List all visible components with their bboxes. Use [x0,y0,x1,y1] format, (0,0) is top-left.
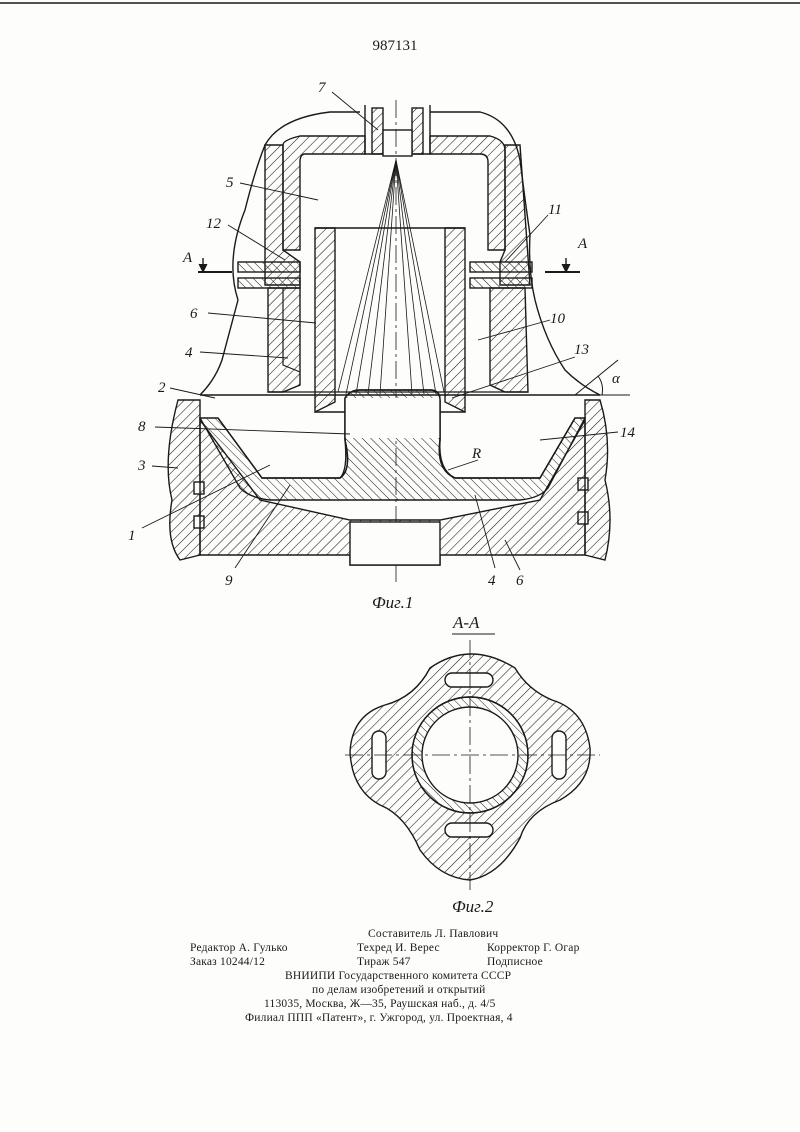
imprint-order: Заказ 10244/12 [190,956,266,968]
callout-13: 13 [574,342,589,358]
section-mark-right: А [577,236,588,252]
callout-8: 8 [138,419,146,435]
callout-9: 9 [225,573,233,589]
housing-wall-lower-left [267,287,301,393]
mould-side-left [167,399,201,561]
callout-6-upper: 6 [190,306,198,322]
callout-3: 3 [137,458,146,474]
figure-1-callouts: 7 5 12 11 А А 6 4 10 13 α 2 8 14 R 3 1 9… [128,80,636,612]
callout-12: 12 [206,216,222,232]
imprint-corrector: Корректор Г. Огар [487,942,580,954]
spray-jet-lines [337,159,445,395]
callout-6-lower: 6 [516,573,524,589]
imprint-techred: Техред И. Верес [357,942,440,954]
housing-top-wall-right [429,135,506,251]
callout-14: 14 [620,425,636,441]
angle-label: α [612,371,621,387]
radius-label: R [471,446,481,462]
imprint-branch: Филиал ППП «Патент», г. Ужгород, ул. Про… [245,1012,513,1024]
imprint-editor: Редактор А. Гулько [190,942,288,954]
slot-top [444,672,494,688]
callout-4-upper: 4 [185,345,193,361]
callout-4-lower: 4 [488,573,496,589]
figure-1-caption: Фиг.1 [372,593,413,612]
figure-2: А-А Фиг.2 [345,613,600,916]
imprint-compiler: Составитель Л. Павлович [368,928,499,940]
nozzle-tip [382,129,413,157]
mould-base-bore [349,521,441,566]
section-mark-left: А [182,250,193,266]
callout-7: 7 [318,80,327,96]
imprint-print-run: Тираж 547 [357,956,411,968]
callout-11: 11 [548,202,562,218]
patent-number: 987131 [373,38,418,54]
callout-1: 1 [128,528,136,544]
inner-sleeve-right [444,227,466,414]
figure-1 [141,91,630,585]
slot-bottom [444,822,494,838]
housing-break-outline-left [199,299,239,396]
imprint-org-line2: по делам изобретений и открытий [312,984,486,996]
figure-2-caption: Фиг.2 [452,897,494,916]
flange-plate-right-bottom [469,277,533,289]
inner-sleeve-left [314,227,336,414]
nozzle-wall-left [371,107,384,155]
housing-top-wall-left [282,135,366,251]
section-caption: А-А [452,613,480,632]
flange-plate-left-bottom [237,277,301,289]
imprint-org-line3: 113035, Москва, Ж—35, Раушская наб., д. … [264,998,496,1010]
flange-plate-left-top [237,261,301,273]
callout-2: 2 [158,380,166,396]
imprint-subscription: Подписное [487,956,543,968]
nozzle-wall-right [411,107,424,155]
flange-plate-right-top [469,261,533,273]
callout-10: 10 [550,311,566,327]
mould-side-right [584,399,611,561]
imprint-org-line1: ВНИИПИ Государственного комитета СССР [285,970,512,982]
housing-wall-lower-right [489,287,529,393]
leader-lines [141,91,619,571]
callout-5: 5 [226,175,234,191]
housing-break-outline-right [534,299,601,396]
